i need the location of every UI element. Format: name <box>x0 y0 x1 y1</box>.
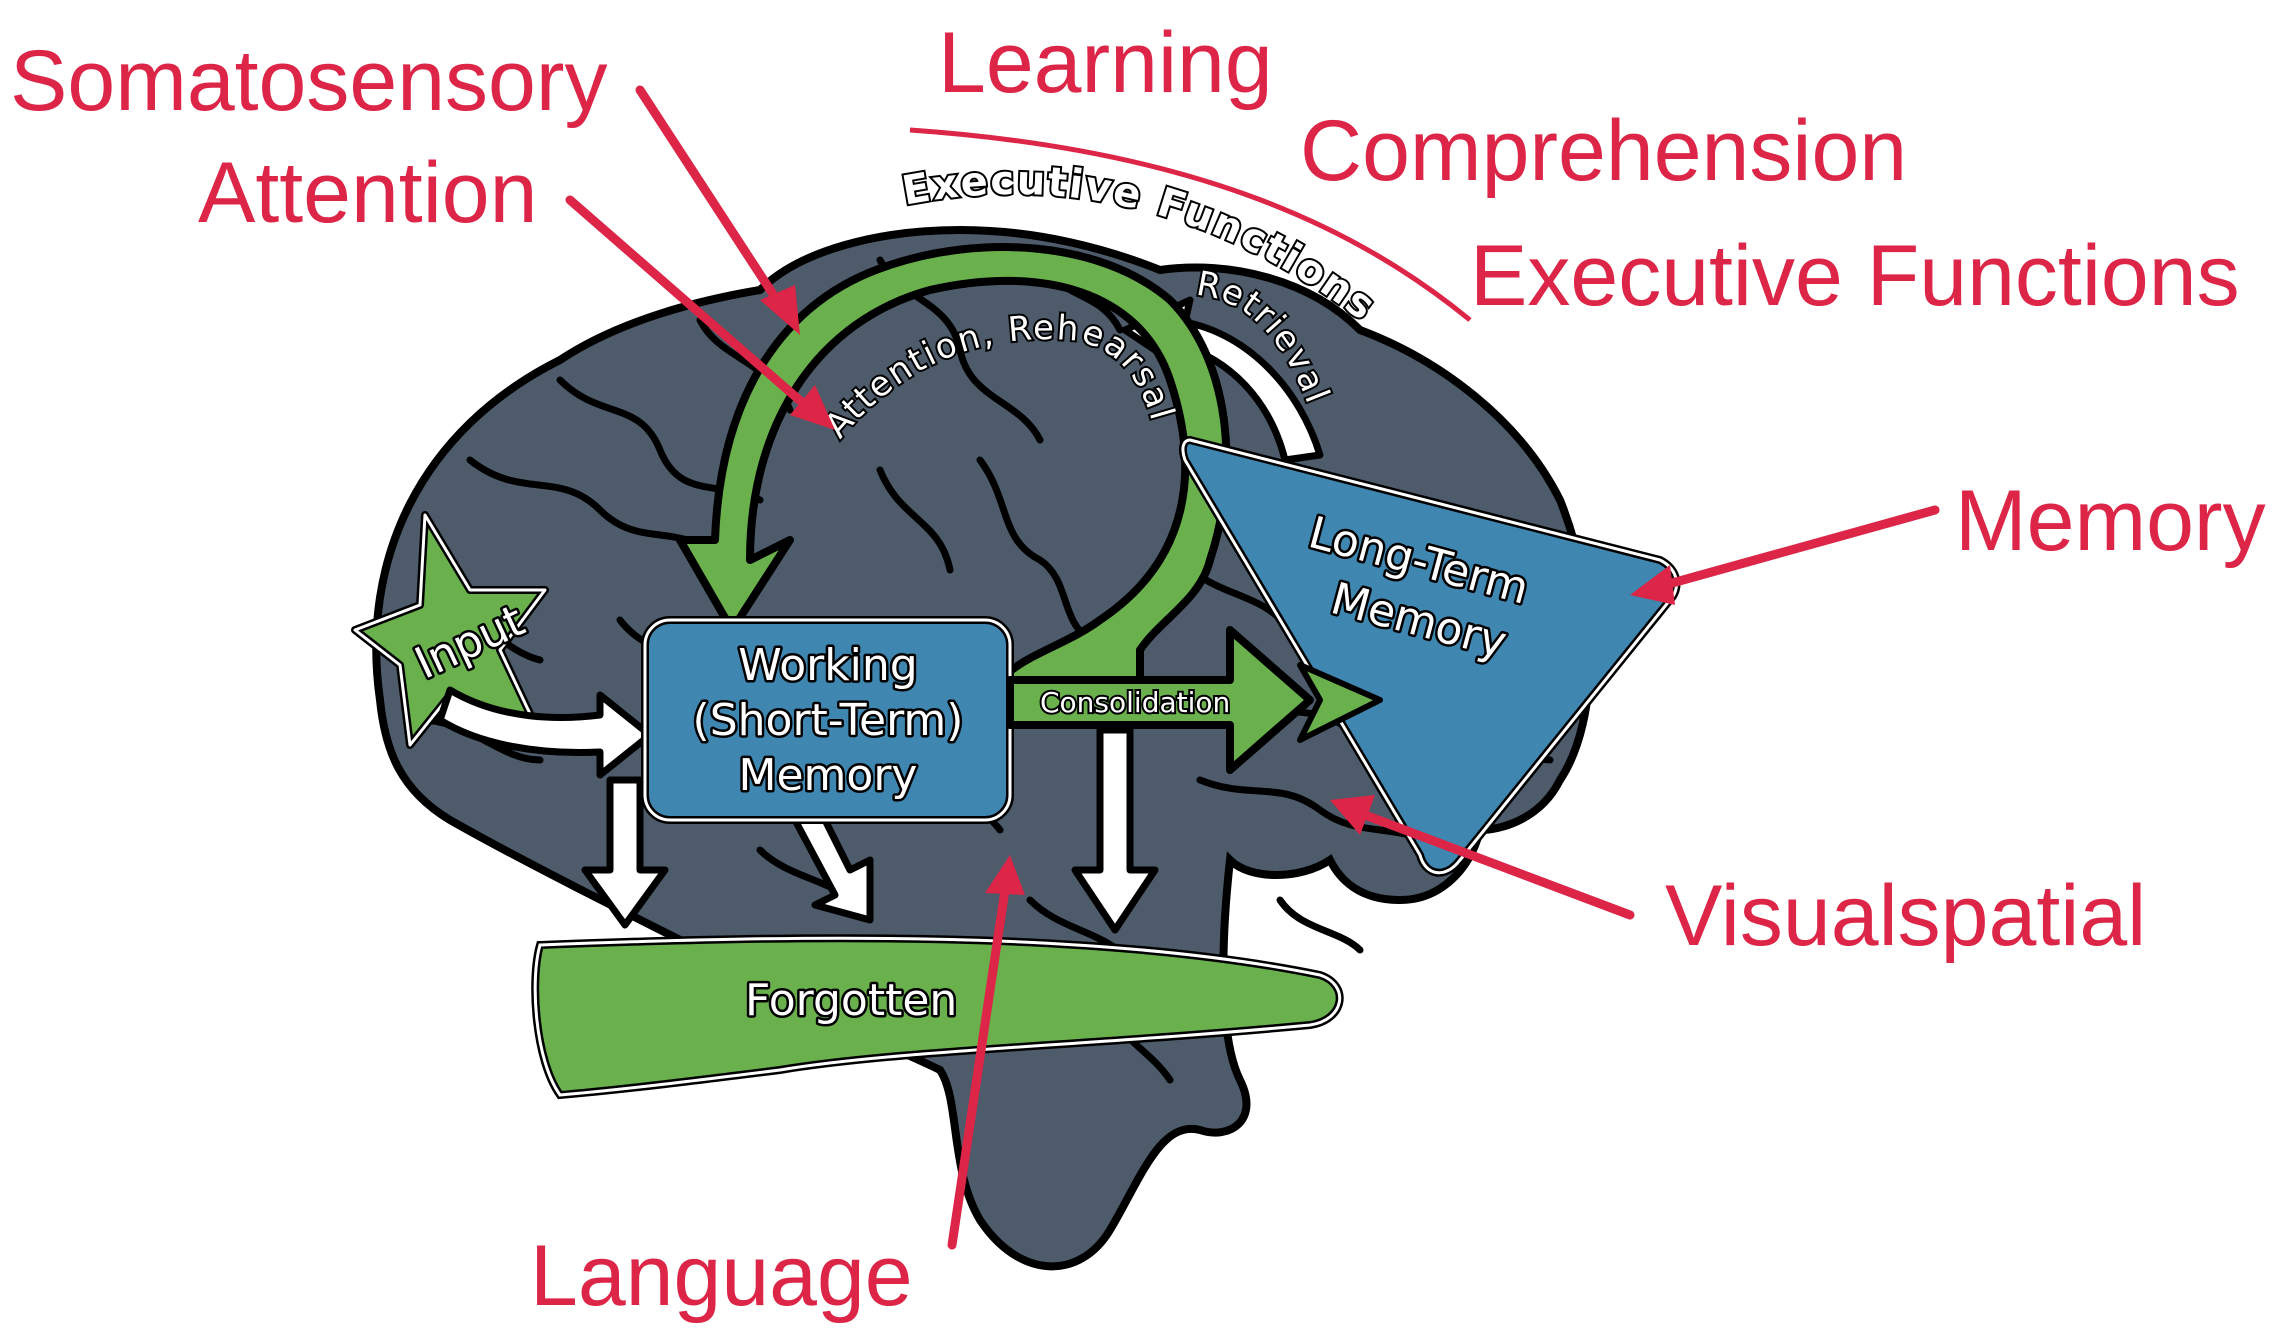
forgotten-bar: Forgotten <box>531 934 1344 1100</box>
consolidation-arrow: Consolidation <box>1006 626 1383 774</box>
label-visualspatial: Visualspatial <box>1665 868 2146 964</box>
working-memory-box: Working (Short-Term) Memory <box>641 616 1014 824</box>
label-learning: Learning <box>938 15 1273 111</box>
long-term-memory-triangle: Long-Term Memory <box>1178 436 1681 877</box>
working-memory-line2: (Short-Term) <box>693 695 964 746</box>
label-memory: Memory <box>1955 473 2266 569</box>
working-memory-line3: Memory <box>739 750 918 801</box>
forget-arrow-left <box>581 776 669 929</box>
learning-curve-line <box>909 127 1472 322</box>
label-attention: Attention <box>198 145 537 241</box>
consolidation-label: Consolidation <box>1040 686 1230 719</box>
label-somatosensory: Somatosensory <box>10 33 608 129</box>
forgotten-label: Forgotten <box>745 975 957 1026</box>
annotation-arrows <box>565 85 1940 1250</box>
input-arrow <box>436 686 654 779</box>
working-memory-line1: Working <box>738 640 917 691</box>
forget-arrow-right <box>1071 726 1159 934</box>
label-language: Language <box>530 1228 913 1324</box>
label-executive-functions: Executive Functions <box>1470 228 2240 324</box>
label-comprehension: Comprehension <box>1300 103 1907 199</box>
visualspatial-arrow <box>1330 795 1635 920</box>
annotation-labels: Somatosensory Attention Learning Compreh… <box>10 15 2266 1324</box>
memory-arrow <box>1630 505 1940 605</box>
somatosensory-arrow <box>635 85 800 335</box>
attention-arrow <box>565 195 835 430</box>
language-arrow <box>947 855 1025 1250</box>
